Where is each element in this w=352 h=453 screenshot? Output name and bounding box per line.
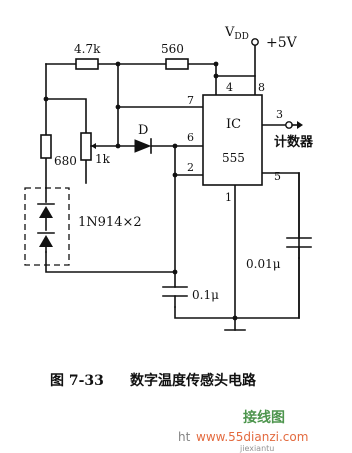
junction-dots xyxy=(43,61,238,321)
watermark: 接线图 ht www.55dianzi.com jiexiantu xyxy=(178,409,308,453)
pin-4: 4 xyxy=(226,81,233,94)
diode-pack-outline xyxy=(24,187,70,266)
diode-d-label: D xyxy=(138,123,148,138)
potentiometer-1k xyxy=(80,132,92,161)
watermark-url: www.55dianzi.com xyxy=(196,430,308,444)
ic-name: IC xyxy=(226,117,241,132)
output-arrow xyxy=(297,121,303,129)
r-560-label: 560 xyxy=(161,42,184,56)
capacitor-0-01u xyxy=(286,237,312,259)
capacitor-0-1u xyxy=(162,286,188,308)
cap-01-label: 0.1μ xyxy=(192,288,219,302)
resistor-560 xyxy=(165,58,189,70)
diode-d xyxy=(134,138,152,154)
pin-8: 8 xyxy=(258,81,265,94)
pot-wiper-arrow xyxy=(91,143,96,149)
watermark-brand: 接线图 xyxy=(243,409,285,426)
supply-label: +5V xyxy=(266,35,298,51)
ic-555-body xyxy=(202,94,263,186)
output-label: 计数器 xyxy=(274,134,314,150)
vdd-terminal xyxy=(251,38,259,46)
watermark-cn: jiexiantu xyxy=(239,444,274,453)
vdd-label: VDD xyxy=(224,25,249,42)
diodes-label: 1N914×2 xyxy=(78,215,142,230)
diode-1n914-lower xyxy=(37,232,55,253)
wiring xyxy=(45,41,300,331)
resistor-680 xyxy=(40,134,52,159)
r-680-label: 680 xyxy=(54,154,77,168)
pin-7: 7 xyxy=(187,94,194,107)
ic-model: 555 xyxy=(222,151,245,165)
resistor-4k7 xyxy=(75,58,99,70)
pin-3: 3 xyxy=(276,108,283,121)
figure-title: 数字温度传感头电路 xyxy=(130,372,257,389)
pin-2: 2 xyxy=(187,161,194,174)
watermark-url-left: ht xyxy=(178,430,191,444)
pin-6: 6 xyxy=(187,131,194,144)
figure-number: 图 7-33 xyxy=(50,373,104,389)
pin-5: 5 xyxy=(274,170,281,183)
pot-1k-label: 1k xyxy=(95,152,111,166)
pin-1: 1 xyxy=(225,191,232,204)
cap-001-label: 0.01μ xyxy=(246,257,281,271)
r-4k7-label: 4.7k xyxy=(74,42,101,56)
diode-1n914-upper xyxy=(37,187,55,231)
